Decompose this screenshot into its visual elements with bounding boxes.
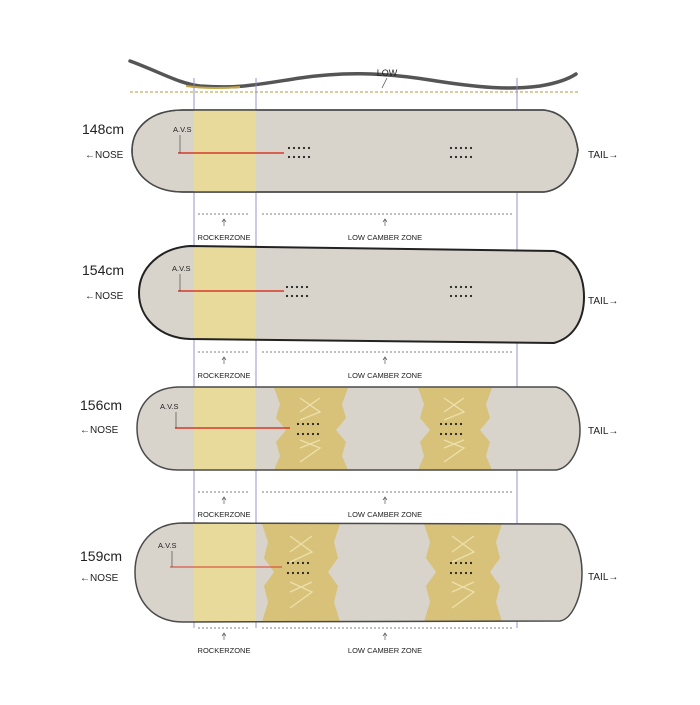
profile-leader <box>381 77 388 89</box>
rocker-zone-fill <box>194 523 256 622</box>
rocker-zone-fill <box>194 246 256 343</box>
rocker-zone-label: ROCKERZONE <box>198 646 251 655</box>
tail-label: TAIL→ <box>588 426 618 437</box>
camber-zone-label: LOW CAMBER ZONE <box>348 510 422 519</box>
size-label: 154cm <box>82 262 124 278</box>
front-binding-inserts <box>287 146 311 159</box>
avs-label: A.V.S <box>172 264 191 273</box>
avs-label: A.V.S <box>160 402 179 411</box>
profile-label: LOW <box>377 68 398 78</box>
board-159: A.V.S 159cm ←NOSE TAIL→ ROCKERZONE LOW C… <box>80 522 618 655</box>
nose-label: ←NOSE <box>85 291 124 302</box>
board-outline <box>131 109 579 193</box>
zone-markers <box>198 351 514 364</box>
nose-label: ←NOSE <box>80 573 119 584</box>
front-core-insert <box>274 388 348 470</box>
zone-markers <box>198 213 514 226</box>
rocker-zone-label: ROCKERZONE <box>198 371 251 380</box>
avs-label: A.V.S <box>173 125 192 134</box>
rocker-zone-fill <box>194 110 256 192</box>
rear-binding-inserts <box>449 285 473 298</box>
zone-markers <box>198 491 514 504</box>
board-156: A.V.S 156cm ←NOSE TAIL→ ROCKERZONE LOW C… <box>80 386 618 519</box>
profile-curve <box>128 59 578 90</box>
profile-rocker-highlight <box>185 85 241 90</box>
rear-core-insert <box>418 388 492 470</box>
size-label: 148cm <box>82 121 124 137</box>
front-binding-inserts <box>285 285 309 298</box>
rear-core-insert <box>424 524 502 622</box>
tail-label: TAIL→ <box>588 296 618 307</box>
rocker-zone-label: ROCKERZONE <box>198 510 251 519</box>
avs-label: A.V.S <box>158 541 177 550</box>
tail-label: TAIL→ <box>588 150 618 161</box>
tail-label: TAIL→ <box>588 572 618 583</box>
board-outline <box>134 522 583 623</box>
nose-label: ←NOSE <box>80 425 119 436</box>
camber-zone-label: LOW CAMBER ZONE <box>348 233 422 242</box>
rear-binding-inserts <box>449 146 473 159</box>
rear-binding-inserts <box>439 422 463 436</box>
size-label: 156cm <box>80 397 122 413</box>
rocker-zone-label: ROCKERZONE <box>198 233 251 242</box>
board-outline <box>137 244 586 345</box>
size-label: 159cm <box>80 548 122 564</box>
board-148: A.V.S 148cm ←NOSE TAIL→ ROCKERZONE LOW C… <box>82 109 618 242</box>
board-outline <box>136 386 581 471</box>
zone-markers <box>198 627 514 640</box>
front-binding-inserts <box>296 422 320 436</box>
rear-binding-inserts <box>449 561 473 575</box>
rocker-zone-fill <box>194 387 256 470</box>
nose-label: ←NOSE <box>85 150 124 161</box>
camber-profile: LOW <box>128 59 578 93</box>
board-154: A.V.S 154cm ←NOSE TAIL→ ROCKERZONE LOW C… <box>82 244 618 380</box>
camber-zone-label: LOW CAMBER ZONE <box>348 371 422 380</box>
front-binding-inserts <box>286 561 310 575</box>
front-core-insert <box>262 524 340 622</box>
camber-zone-label: LOW CAMBER ZONE <box>348 646 422 655</box>
